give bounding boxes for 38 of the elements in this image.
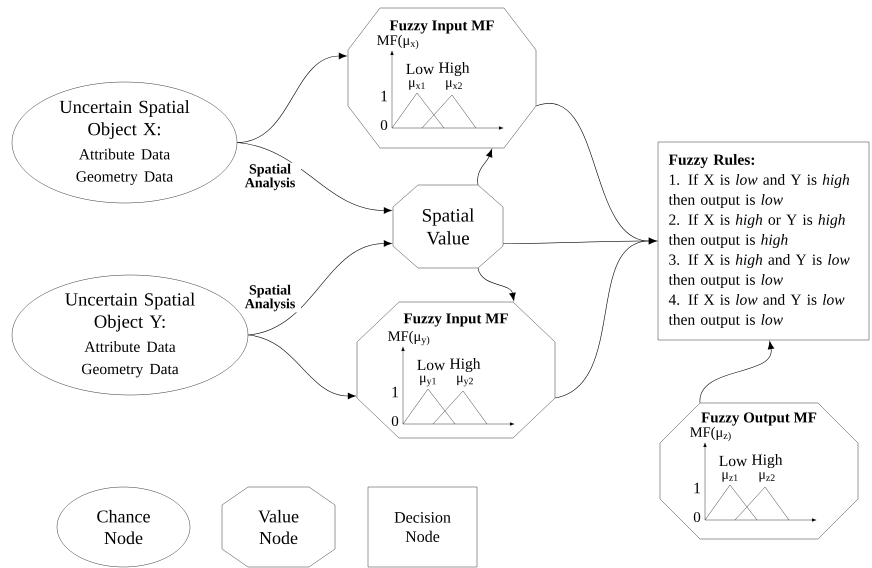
- tick-label: 0: [390, 415, 400, 427]
- curve-label: High: [438, 61, 470, 77]
- curve-label: μ$_{x1}$: [408, 80, 426, 90]
- tick-label: 0: [692, 511, 702, 523]
- value-node-octagon: Value Node: [222, 486, 336, 568]
- curve-label: μ$_{z1}$: [720, 472, 740, 482]
- arrow: [554, 238, 657, 398]
- panel-heading: Fuzzy Input MF: [390, 20, 494, 34]
- axis-label: MF(μ$_{z)}$: [689, 426, 732, 442]
- curve-label: Low: [416, 359, 446, 371]
- arrow: [236, 142, 392, 214]
- axis-label: MF(μ$_{x)}$: [376, 34, 420, 50]
- curve-label: Low: [405, 63, 435, 75]
- arrow: [477, 149, 492, 186]
- decision-node-box: Decision Node: [368, 486, 478, 568]
- panel-heading: Fuzzy Input MF: [404, 313, 508, 327]
- arrow: [248, 334, 356, 400]
- axis-label: MF(μ$_{y)}$: [387, 330, 431, 346]
- arrow: [478, 268, 516, 301]
- value-node-octagon: Spatial Value: [392, 184, 504, 268]
- arrow: [248, 240, 392, 336]
- tick-label: 1: [390, 386, 400, 398]
- fuzzy-rules-box: Fuzzy Rules: 1. If X is low and Y is high then output is low 2. If X is high or Y is high then output is high 3. If X is high and Y is low then output is low 4. If X is low and Y is low then output is low: [658, 142, 870, 340]
- tick-label: 1: [692, 482, 702, 494]
- edge-label: Spatial Analysis: [239, 162, 301, 192]
- curve-label: μ$_{z2}$: [758, 472, 776, 482]
- curve-label: High: [751, 453, 783, 469]
- curve-label: μ$_{y1}$: [418, 375, 438, 387]
- curve-label: μ$_{x2}$: [444, 80, 464, 90]
- edge-label: Spatial Analysis: [239, 284, 301, 312]
- tick-label: 0: [380, 119, 388, 131]
- curve-label: μ$_{y2}$: [456, 375, 474, 387]
- panel-heading: Fuzzy Output MF: [701, 412, 816, 426]
- curve-label: High: [449, 357, 481, 373]
- tick-label: 1: [380, 90, 388, 102]
- arrow: [700, 341, 774, 404]
- arrow: [236, 52, 347, 143]
- curve-label: Low: [718, 455, 748, 467]
